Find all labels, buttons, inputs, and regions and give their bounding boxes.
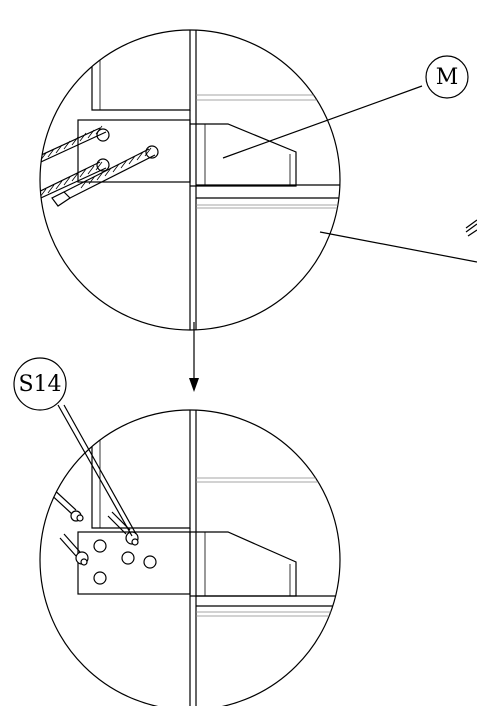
bracket-m bbox=[190, 123, 297, 187]
detail-leader-line bbox=[319, 231, 477, 263]
step-arrow bbox=[189, 322, 199, 392]
callout-s14-label: S14 bbox=[18, 372, 61, 397]
drill-bit bbox=[40, 161, 107, 204]
drill-bit bbox=[40, 125, 107, 168]
rivet-hole bbox=[143, 555, 157, 569]
frame-post bbox=[91, 30, 191, 111]
drill-bit bbox=[51, 147, 156, 207]
rivet-hole bbox=[93, 571, 107, 585]
bottom-detail-view bbox=[39, 409, 341, 706]
callout-s14: S14 bbox=[13, 357, 137, 537]
callout-m: M bbox=[222, 55, 469, 159]
partial-part-glimpse bbox=[465, 219, 477, 237]
drill-hole bbox=[145, 145, 159, 159]
drill-hole bbox=[96, 158, 110, 172]
rivet bbox=[59, 533, 89, 566]
mounting-plate bbox=[77, 119, 191, 183]
top-detail-view bbox=[39, 29, 341, 331]
rivet bbox=[107, 511, 139, 546]
bracket-m bbox=[190, 531, 297, 597]
frame-post bbox=[91, 410, 191, 529]
rivet-hole bbox=[93, 539, 107, 553]
drill-hole bbox=[96, 128, 110, 142]
callout-m-label: M bbox=[436, 65, 459, 90]
rivet-hole bbox=[121, 551, 135, 565]
